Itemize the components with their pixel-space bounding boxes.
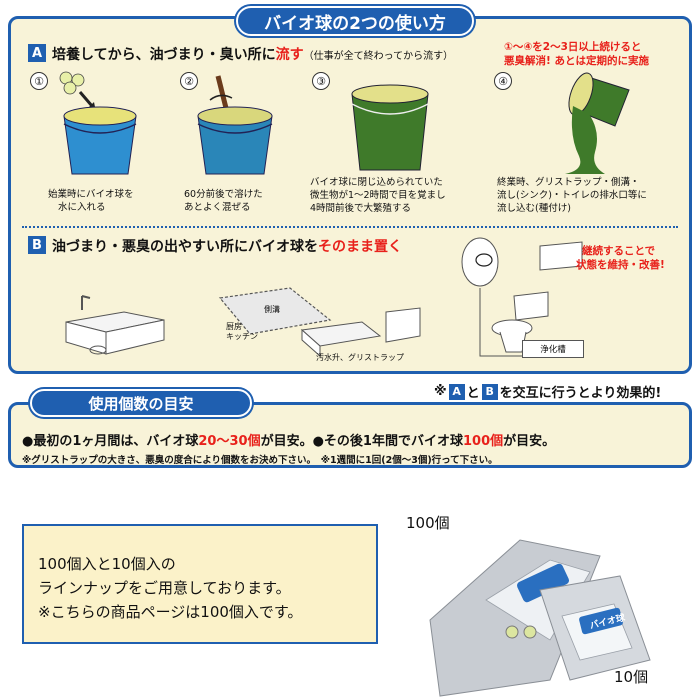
step-2-number: ② — [180, 72, 198, 90]
gutter-illustration — [218, 287, 421, 358]
alternate-note-a-badge: A — [448, 383, 465, 400]
section-b-heading-highlight: そのまま置く — [318, 239, 402, 255]
alternate-note-prefix: ※ — [434, 384, 447, 399]
step-4-illustration — [565, 72, 630, 174]
repeat-tip: ①～④を2～3日以上続けると 悪臭解消! あとは定期的に実施 — [504, 40, 649, 68]
alternate-note-mid: と — [466, 386, 480, 401]
wash-basin-icon — [539, 241, 583, 271]
step-4-caption-line: 終業時、グリストラップ・側溝・ — [497, 177, 640, 188]
step-2-caption-line: あとよく混ぜる — [184, 202, 251, 213]
section-a-heading-highlight: 流す — [275, 47, 304, 63]
usage-title: バイオ球の2つの使い方 — [236, 6, 474, 36]
section-a-heading-main: 培養してから、油づまり・臭い所に — [52, 47, 276, 63]
lineup-line3: ※こちらの商品ページは100個入です。 — [38, 603, 303, 621]
pouring-bucket-icon — [565, 72, 630, 174]
section-a-heading: 培養してから、油づまり・臭い所に流す（仕事が全て終わってから流す） — [52, 44, 453, 64]
section-b-heading-main: 油づまり・悪臭の出やすい所にバイオ球を — [52, 239, 318, 255]
section-a-heading-note: （仕事が全て終わってから流す） — [303, 51, 454, 62]
label-kitchen-line2: キッチン — [226, 332, 258, 341]
label-gutter: 側溝 — [264, 305, 280, 314]
step-2-caption-line: 60分前後で溶けた — [184, 189, 263, 200]
label-septic-tank: 浄化槽 — [522, 340, 584, 358]
step-1-caption-line: 水に入れる — [58, 202, 106, 213]
step-4-caption: 終業時、グリストラップ・側溝・ 流し(シンク)・トイレの排水口等に 流し込む(種… — [497, 176, 647, 215]
label-10-pack: 10個 — [614, 668, 649, 686]
step-3-caption-line: バイオ球に閉じ込められていた — [310, 177, 443, 188]
alternate-note: ※ A と B を交互に行うとより効果的! — [434, 382, 661, 401]
label-kitchen: 厨房 キッチン — [226, 322, 258, 342]
step-1-illustration — [59, 71, 137, 175]
step-4-caption-line: 流し込む(種付け) — [497, 203, 571, 214]
step-3-number: ③ — [312, 72, 330, 90]
lineup-line1: 100個入と10個入の — [38, 555, 176, 573]
count-first-month-end: が目安。 — [260, 434, 313, 449]
stir-arrow-icon — [209, 94, 233, 101]
bucket-icon — [63, 106, 137, 175]
count-guide-note: ※グリストラップの大きさ、悪臭の度合により個数をお決め下さい。 ※1週間に1回(… — [22, 455, 498, 466]
keep-improve-line1: 継続することで — [582, 245, 656, 257]
sink-illustration — [65, 295, 165, 355]
lineup-line2: ラインナップをご用意しております。 — [38, 579, 291, 597]
keep-improve-line2: 状態を維持・改善! — [576, 259, 665, 271]
repeat-tip-line2: 悪臭解消! あとは定期的に実施 — [504, 55, 649, 67]
keep-improve-note: 継続することで 状態を維持・改善! — [576, 244, 665, 272]
section-b-heading: 油づまり・悪臭の出やすい所にバイオ球をそのまま置く — [52, 236, 402, 256]
section-a-badge: A — [28, 44, 46, 62]
lineup-text: 100個入と10個入の ラインナップをご用意しております。 ※こちらの商品ページ… — [38, 552, 302, 624]
count-one-year-value: 100個 — [462, 434, 504, 449]
bio-ball-icon — [59, 71, 85, 95]
section-divider — [22, 226, 678, 228]
step-3-illustration — [351, 84, 429, 171]
step-2-caption: 60分前後で溶けた あとよく混ぜる — [184, 188, 263, 214]
count-one-year: ●その後1年間でバイオ球 — [312, 434, 463, 449]
count-guide-line1: ●最初の1ヶ月間は、バイオ球20～30個が目安。●その後1年間でバイオ球100個… — [22, 430, 555, 449]
alternate-note-b-badge: B — [481, 383, 498, 400]
step-3-caption: バイオ球に閉じ込められていた 微生物が1～2時間で目を覚まし 4時間前後で大繁殖… — [310, 176, 446, 215]
bucket-icon — [351, 84, 429, 171]
section-b-badge: B — [28, 236, 46, 254]
step-1-number: ① — [30, 72, 48, 90]
toilet-illustration — [461, 237, 583, 357]
lineup-box — [22, 524, 378, 644]
arrow-down-icon — [78, 91, 94, 107]
product-image: バイオ球 — [429, 539, 651, 697]
count-guide-title: 使用個数の目安 — [30, 389, 252, 417]
repeat-tip-line1: ①～④を2～3日以上続けると — [504, 41, 642, 53]
count-first-month: ●最初の1ヶ月間は、バイオ球 — [22, 434, 199, 449]
step-3-caption-line: 4時間前後で大繁殖する — [310, 203, 412, 214]
faucet-icon — [81, 295, 91, 310]
toilet-tank-icon — [513, 291, 549, 321]
alternate-note-suffix: を交互に行うとより効果的! — [499, 386, 662, 401]
label-kitchen-line1: 厨房 — [226, 322, 242, 331]
label-100-pack: 100個 — [406, 514, 450, 532]
step-1-caption-line: 始業時にバイオ球を — [48, 189, 134, 200]
count-guide-panel — [8, 402, 692, 468]
step-2-illustration — [197, 75, 273, 175]
count-one-year-end: が目安。 — [503, 434, 556, 449]
label-grease-trap: 汚水升、グリストラップ — [316, 353, 404, 362]
step-1-caption: 始業時にバイオ球を 水に入れる — [48, 188, 134, 214]
bag-100-icon — [429, 539, 601, 697]
step-3-caption-line: 微生物が1～2時間で目を覚まし — [310, 190, 446, 201]
step-4-caption-line: 流し(シンク)・トイレの排水口等に — [497, 190, 647, 201]
count-first-month-value: 20～30個 — [198, 434, 261, 449]
bag-10-icon — [539, 575, 651, 681]
bucket-icon — [197, 106, 273, 175]
step-4-number: ④ — [494, 72, 512, 90]
